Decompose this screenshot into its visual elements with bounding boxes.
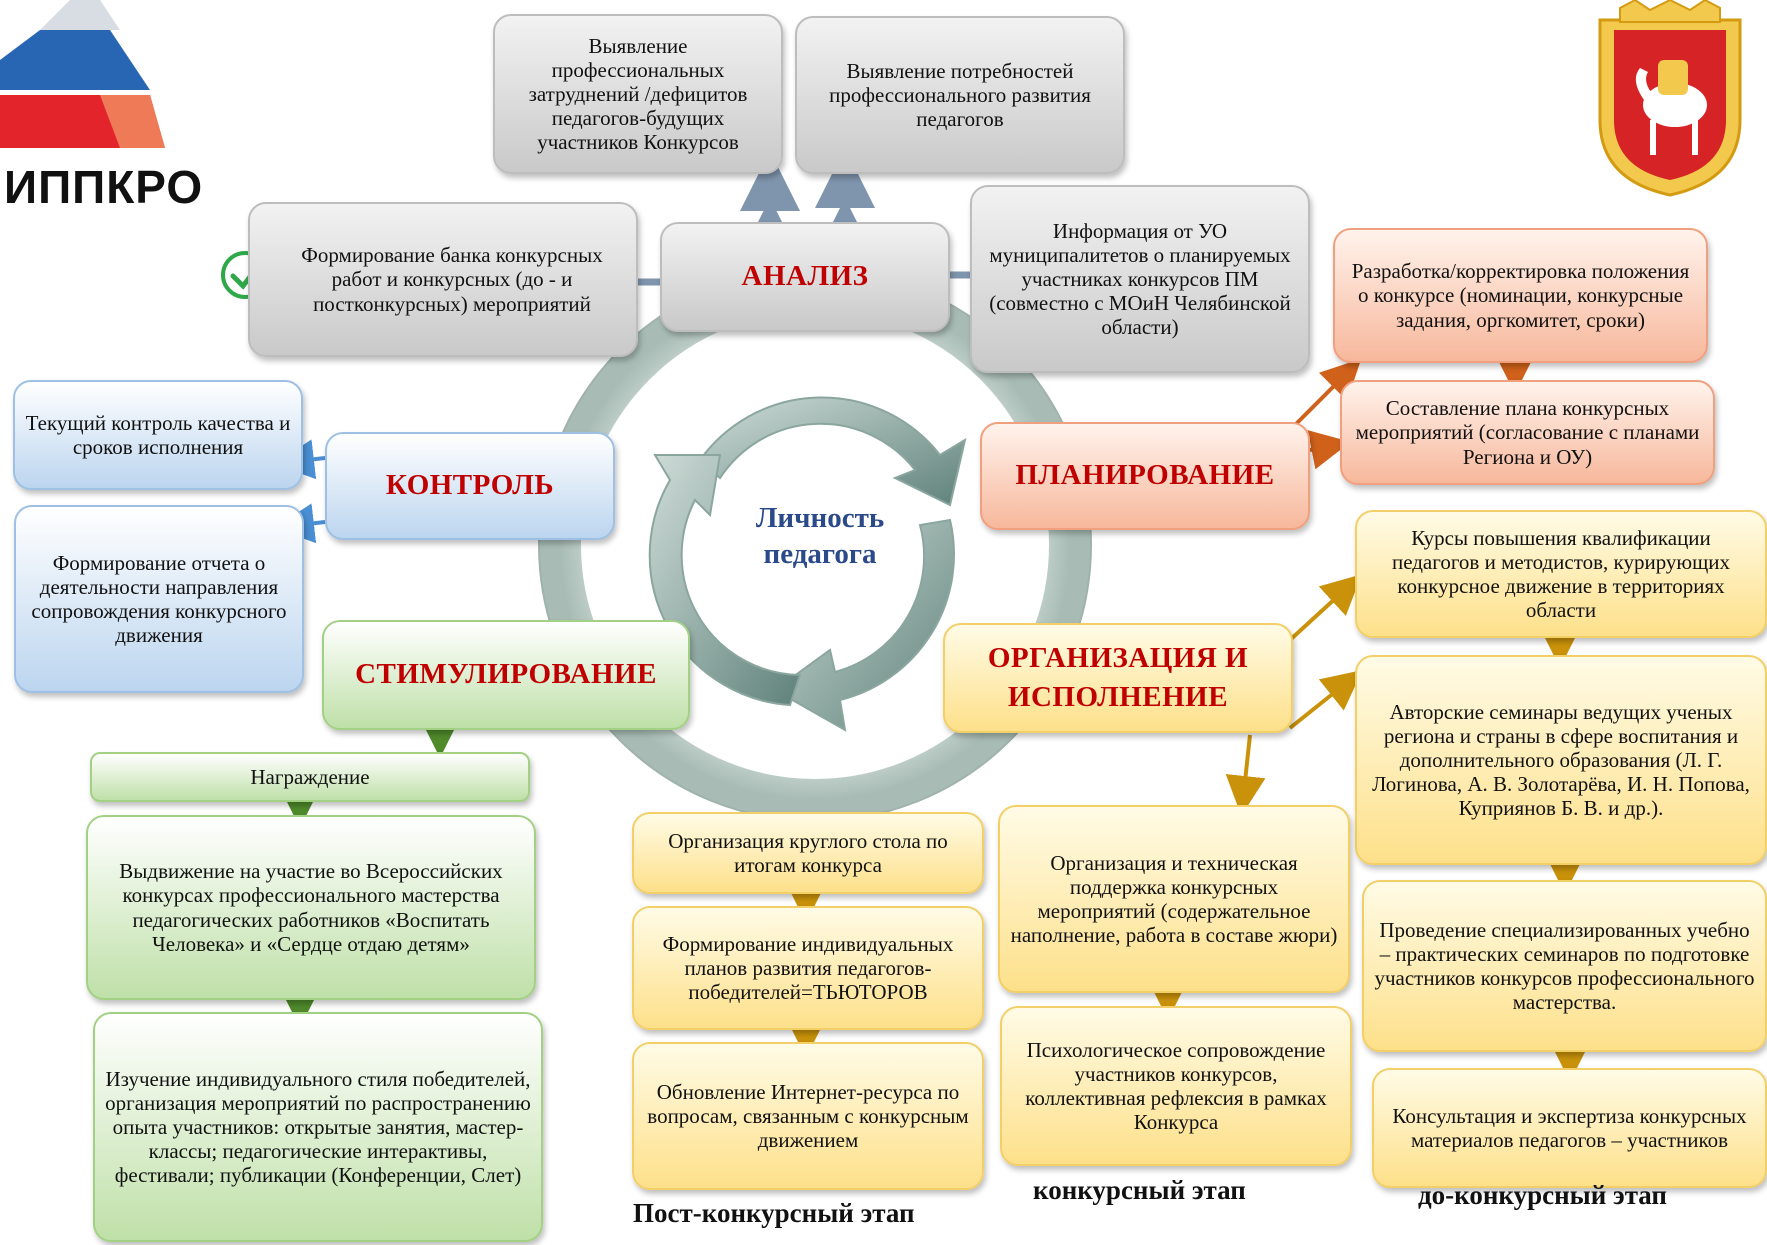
node-planning: ПЛАНИРОВАНИЕ	[980, 422, 1310, 530]
node-stimulation: СТИМУЛИРОВАНИЕ	[322, 620, 690, 730]
node-organization: ОРГАНИЗАЦИЯ И ИСПОЛНЕНИЕ	[943, 623, 1293, 733]
box-seminars-special: Проведение специализированных учебно – п…	[1362, 880, 1767, 1052]
box-study-style: Изучение индивидуального стиля победител…	[93, 1012, 543, 1242]
center-label-line1: Личность	[755, 502, 885, 534]
box-report: Формирование отчета о деятельности напра…	[14, 505, 304, 693]
stage-post-label: Пост-конкурсный этап	[633, 1198, 915, 1228]
box-bank: Формирование банка конкурсных работ и ко…	[248, 202, 638, 357]
box-internet-update: Обновление Интернет-ресурса по вопросам,…	[632, 1042, 984, 1190]
logo-text: ИППКРО	[4, 161, 204, 213]
box-plan: Составление плана конкурсных мероприятий…	[1340, 380, 1715, 485]
center-label-line2: педагога	[763, 538, 877, 571]
box-org-support: Организация и техническая поддержка конк…	[998, 805, 1350, 993]
box-round-table: Организация круглого стола по итогам кон…	[632, 812, 984, 894]
box-regulation: Разработка/корректировка положения о кон…	[1333, 228, 1708, 363]
ippkro-logo-graphic	[0, 0, 165, 148]
stage-pre-label: до-конкурсный этап	[1418, 1180, 1667, 1210]
box-awarding: Награждение	[90, 752, 530, 802]
center-label: Личность педагога	[725, 500, 915, 573]
coat-of-arms-icon	[1598, 0, 1742, 197]
box-current-control: Текущий контроль качества и сроков испол…	[13, 380, 303, 490]
box-info-uo: Информация от УО муниципалитетов о плани…	[970, 185, 1310, 373]
box-consulting: Консультация и экспертиза конкурсных мат…	[1372, 1068, 1767, 1188]
node-control: КОНТРОЛЬ	[325, 432, 615, 540]
box-nomination: Выдвижение на участие во Всероссийских к…	[86, 815, 536, 1000]
stage-during-label: конкурсный этап	[1033, 1175, 1246, 1205]
box-identify-difficulties: Выявление профессиональных затруднений /…	[493, 14, 783, 174]
box-psych-support: Психологическое сопровождение участников…	[1000, 1006, 1352, 1166]
box-individual-plans: Формирование индивидуальных планов разви…	[632, 906, 984, 1030]
node-analysis: АНАЛИЗ	[660, 222, 950, 332]
box-seminars-author: Авторские семинары ведущих ученых регион…	[1355, 655, 1767, 865]
box-courses: Курсы повышения квалификации педагогов и…	[1355, 510, 1767, 638]
box-identify-needs: Выявление потребностей профессионального…	[795, 16, 1125, 174]
